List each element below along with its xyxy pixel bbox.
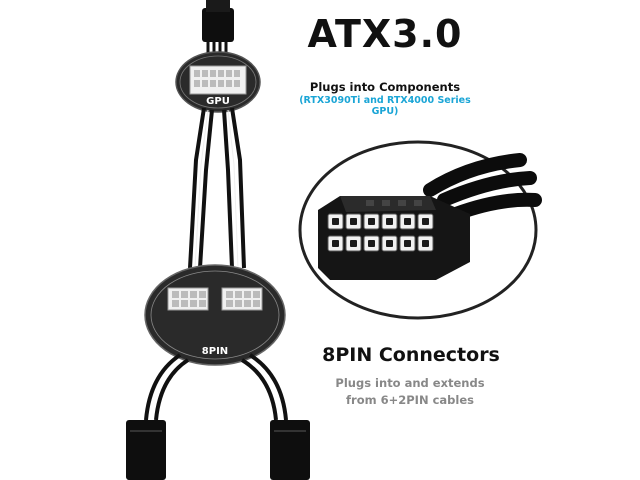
gpu-disc: [175, 51, 261, 113]
8pin-disc-label: 8PIN: [202, 346, 228, 357]
lower-wires: [144, 353, 288, 421]
bottom-8pin-plug-right: [270, 420, 310, 480]
8pin-disc: [144, 264, 286, 366]
gpu-disc-label: GPU: [206, 96, 230, 107]
connectors-description-line1: Plugs into and extends: [335, 376, 485, 390]
bottom-8pin-plug-left: [126, 420, 166, 480]
gpu-models-label: (RTX3090Ti and RTX4000 Series GPU): [299, 95, 471, 117]
connectors-description-line2: from 6+2PIN cables: [346, 393, 474, 407]
page-title: ATX3.0: [307, 12, 463, 56]
middle-wires: [188, 107, 246, 269]
plugs-components-label: Plugs into Components: [309, 80, 461, 94]
top-gpu-plug: [202, 0, 234, 42]
zoom-connector-closeup: [298, 140, 542, 320]
connectors-heading: 8PIN Connectors: [322, 344, 500, 366]
